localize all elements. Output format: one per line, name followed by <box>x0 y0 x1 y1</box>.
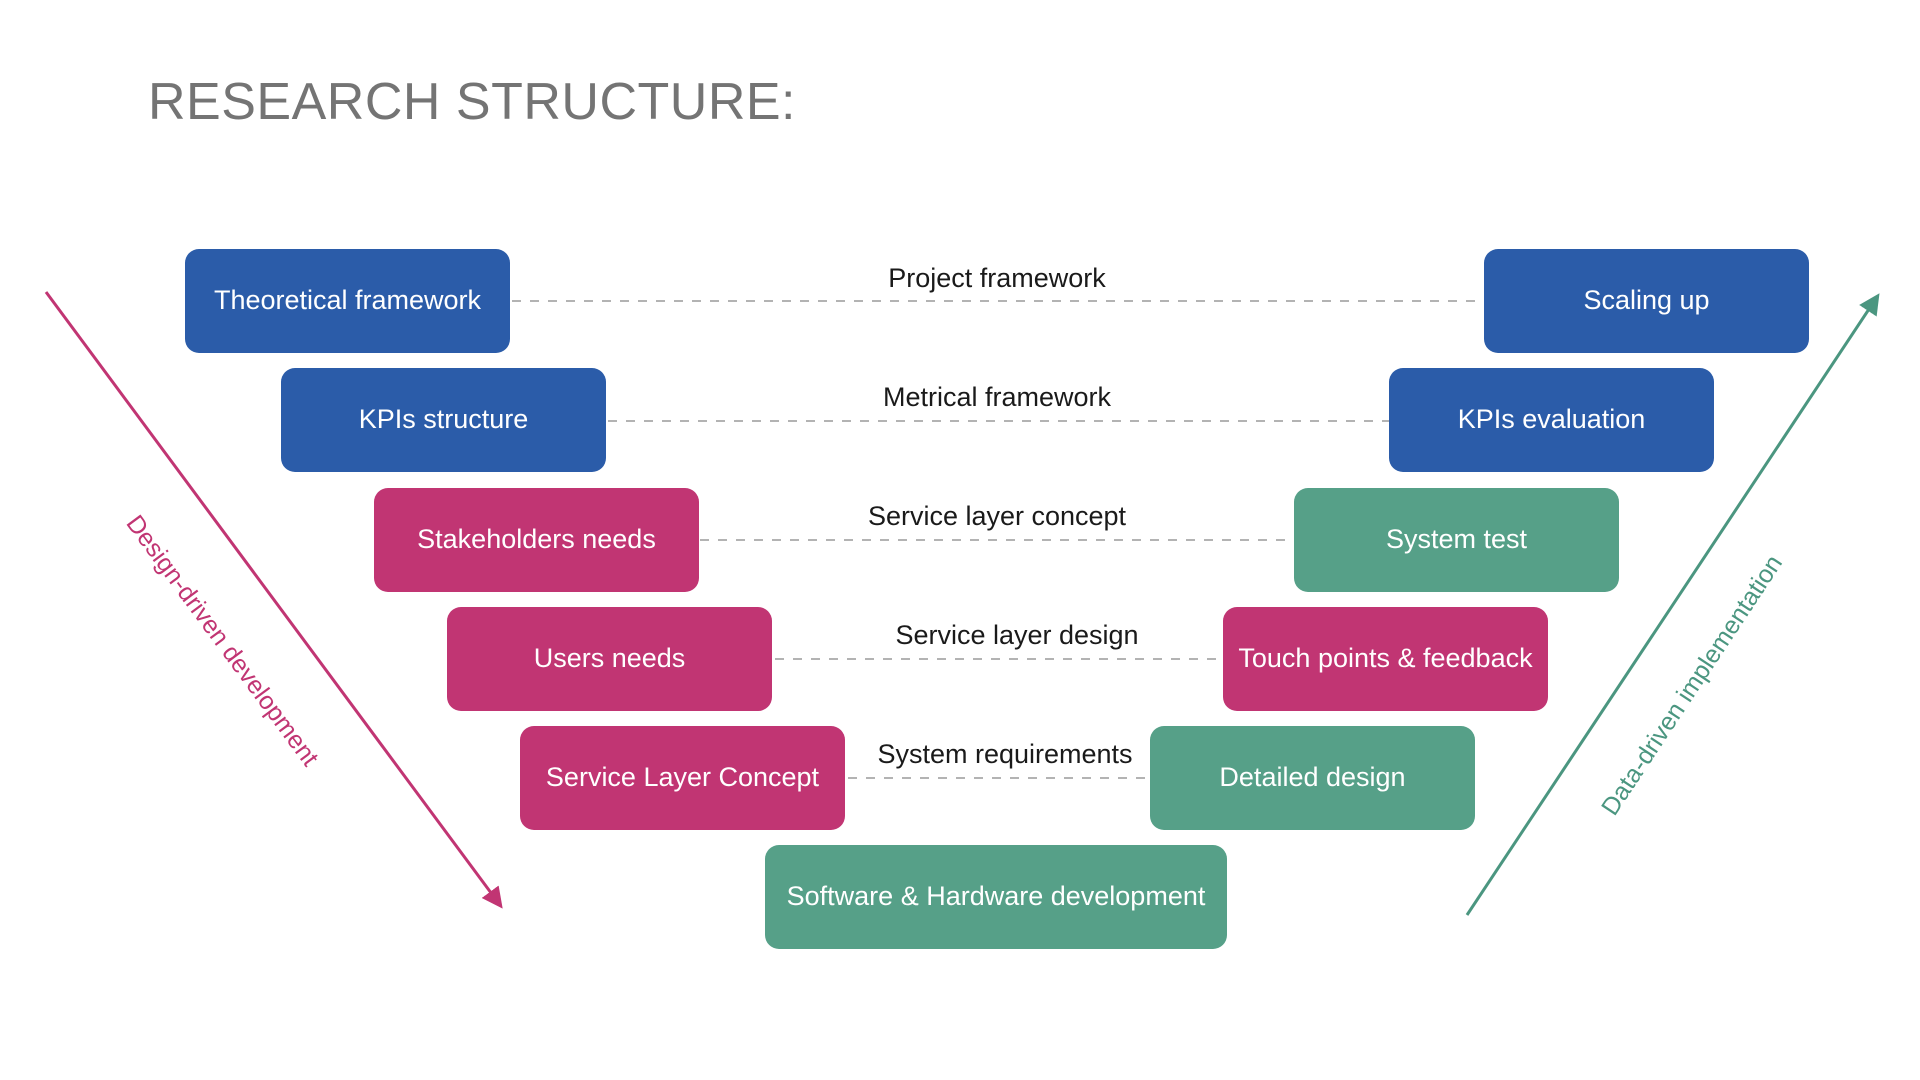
stage-box-label: Service Layer Concept <box>545 762 820 793</box>
stage-box-system-test[interactable]: System test <box>1294 488 1619 592</box>
stage-box-label: Software & Hardware development <box>786 881 1206 912</box>
middle-label-service-layer-design: Service layer design <box>895 620 1139 650</box>
stage-box-label: Detailed design <box>1219 762 1406 793</box>
stage-box-label: KPIs structure <box>358 404 529 435</box>
page-title: RESEARCH STRUCTURE: <box>148 73 796 131</box>
stage-box-theoretical-framework[interactable]: Theoretical framework <box>185 249 510 353</box>
stage-box-scaling-up[interactable]: Scaling up <box>1484 249 1809 353</box>
side-label-design-driven-development: Design-driven development <box>120 510 325 772</box>
middle-label-metrical-framework: Metrical framework <box>882 382 1112 412</box>
stage-box-users-needs[interactable]: Users needs <box>447 607 772 711</box>
stage-box-service-layer-concept[interactable]: Service Layer Concept <box>520 726 845 830</box>
stage-box-software-hardware-development[interactable]: Software & Hardware development <box>765 845 1227 949</box>
stage-box-label: Users needs <box>533 643 686 674</box>
stage-box-detailed-design[interactable]: Detailed design <box>1150 726 1475 830</box>
stage-box-kpis-structure[interactable]: KPIs structure <box>281 368 606 472</box>
middle-label-project-framework: Project framework <box>888 263 1106 293</box>
stage-box-label: Touch points & feedback <box>1238 643 1533 674</box>
stage-box-touch-points-feedback[interactable]: Touch points & feedback <box>1223 607 1548 711</box>
stage-box-label: Theoretical framework <box>213 285 482 316</box>
stage-box-stakeholders-needs[interactable]: Stakeholders needs <box>374 488 699 592</box>
stage-box-label: Scaling up <box>1583 285 1710 316</box>
stage-box-label: Stakeholders needs <box>417 524 656 555</box>
middle-label-service-layer-concept: Service layer concept <box>867 501 1127 531</box>
side-label-data-driven-implementation: Data-driven implementation <box>1596 550 1789 821</box>
stage-box-kpis-evaluation[interactable]: KPIs evaluation <box>1389 368 1714 472</box>
stage-box-label: KPIs evaluation <box>1457 404 1646 435</box>
middle-label-system-requirements: System requirements <box>877 739 1133 769</box>
stage-box-label: System test <box>1385 524 1528 555</box>
